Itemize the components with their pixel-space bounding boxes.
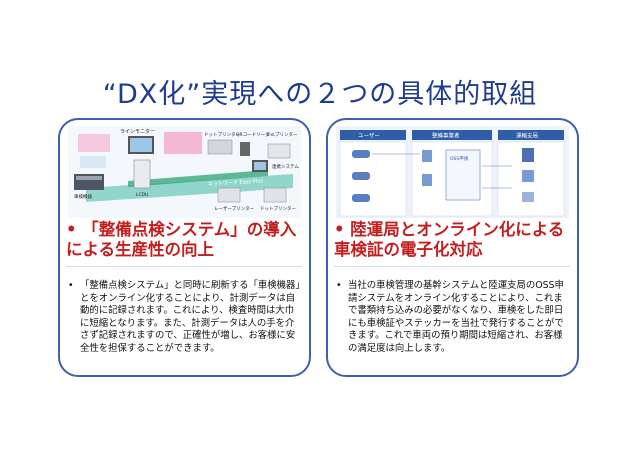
oss-flow-diagram: ユーザー 整備事業者 運輸支局 OSS申請 — [336, 126, 569, 218]
building-icon — [522, 148, 534, 162]
dot-printer-top-icon — [207, 139, 233, 155]
left-body: • 「整備点検システム」と同時に刷新する「車検機器」とをオンライン化することによ… — [68, 280, 302, 356]
laser-printer-label: レーザープリンター — [214, 205, 255, 212]
sticker-icon — [522, 192, 534, 202]
network-band-label: ネットワーク Easy Plus — [208, 178, 264, 188]
right-body-bullet: • — [336, 280, 342, 291]
right-body-text: 当社の車検管理の基幹システムと陸運支局のOSS申請システムをオンライン化すること… — [348, 280, 564, 354]
left-heading-text: 「整備点検システム」の導入による生産性の向上 — [66, 220, 297, 259]
car-icon — [352, 194, 370, 202]
lcdu-icon — [133, 159, 151, 189]
left-divider — [66, 266, 302, 267]
left-body-bullet: • — [68, 280, 74, 291]
lcdu-label: LCDU — [136, 192, 148, 198]
user-header: ユーザー — [358, 133, 380, 140]
linked-system-label: 連携システム — [272, 163, 299, 170]
line-monitor-label: ラインモニター — [120, 128, 155, 135]
right-divider — [334, 266, 570, 267]
document-icon — [522, 170, 534, 182]
inspection-system-diagram: ネットワーク Easy Plus ラインモニター ドットプリンター QRコードリ… — [68, 126, 301, 218]
dot-printer-top-label: ドットプリンター — [204, 131, 240, 138]
left-heading: • 「整備点検システム」の導入による生産性の向上 — [66, 220, 304, 260]
office-header: 運輸支局 — [516, 132, 538, 140]
right-heading-text: 陸運局とオンライン化による車検証の電子化対応 — [334, 220, 565, 259]
car-icon — [352, 150, 370, 158]
laser-printer-icon — [217, 187, 241, 203]
document-icon — [422, 174, 432, 186]
dot-printer-bottom-label: ドットプリンター — [260, 205, 296, 212]
right-heading: • 陸運局とオンライン化による車検証の電子化対応 — [334, 220, 572, 260]
left-panel: ネットワーク Easy Plus ラインモニター ドットプリンター QRコードリ… — [58, 118, 311, 377]
oss-label: OSS申請 — [450, 155, 469, 162]
right-panel: ユーザー 整備事業者 運輸支局 OSS申請 • 陸運局とオンライン化による車検証… — [326, 118, 579, 377]
right-body: • 当社の車検管理の基幹システムと陸運支局のOSS申請システムをオンライン化する… — [336, 280, 570, 356]
left-body-text: 「整備点検システム」と同時に刷新する「車検機器」とをオンライン化することにより、… — [80, 280, 301, 354]
car-icon — [352, 172, 370, 180]
document-icon — [422, 150, 432, 162]
qr-reader-label: QRコードリーダー — [236, 131, 275, 138]
inspection-machine-label: 車検機器 — [74, 193, 92, 200]
left-heading-bullet: • — [66, 220, 77, 239]
network-band — [86, 174, 293, 202]
slide-title: “DX化”実現への２つの具体的取組 — [102, 79, 538, 110]
dot-printer-bottom-icon — [263, 187, 287, 203]
oss-box — [445, 149, 481, 201]
shop-header: 整備事業者 — [432, 132, 460, 140]
mini-printer-label: ミニプリンター — [266, 131, 298, 138]
qr-reader-icon — [240, 142, 250, 156]
mini-printer-icon — [267, 143, 291, 159]
right-heading-bullet: • — [334, 220, 345, 239]
